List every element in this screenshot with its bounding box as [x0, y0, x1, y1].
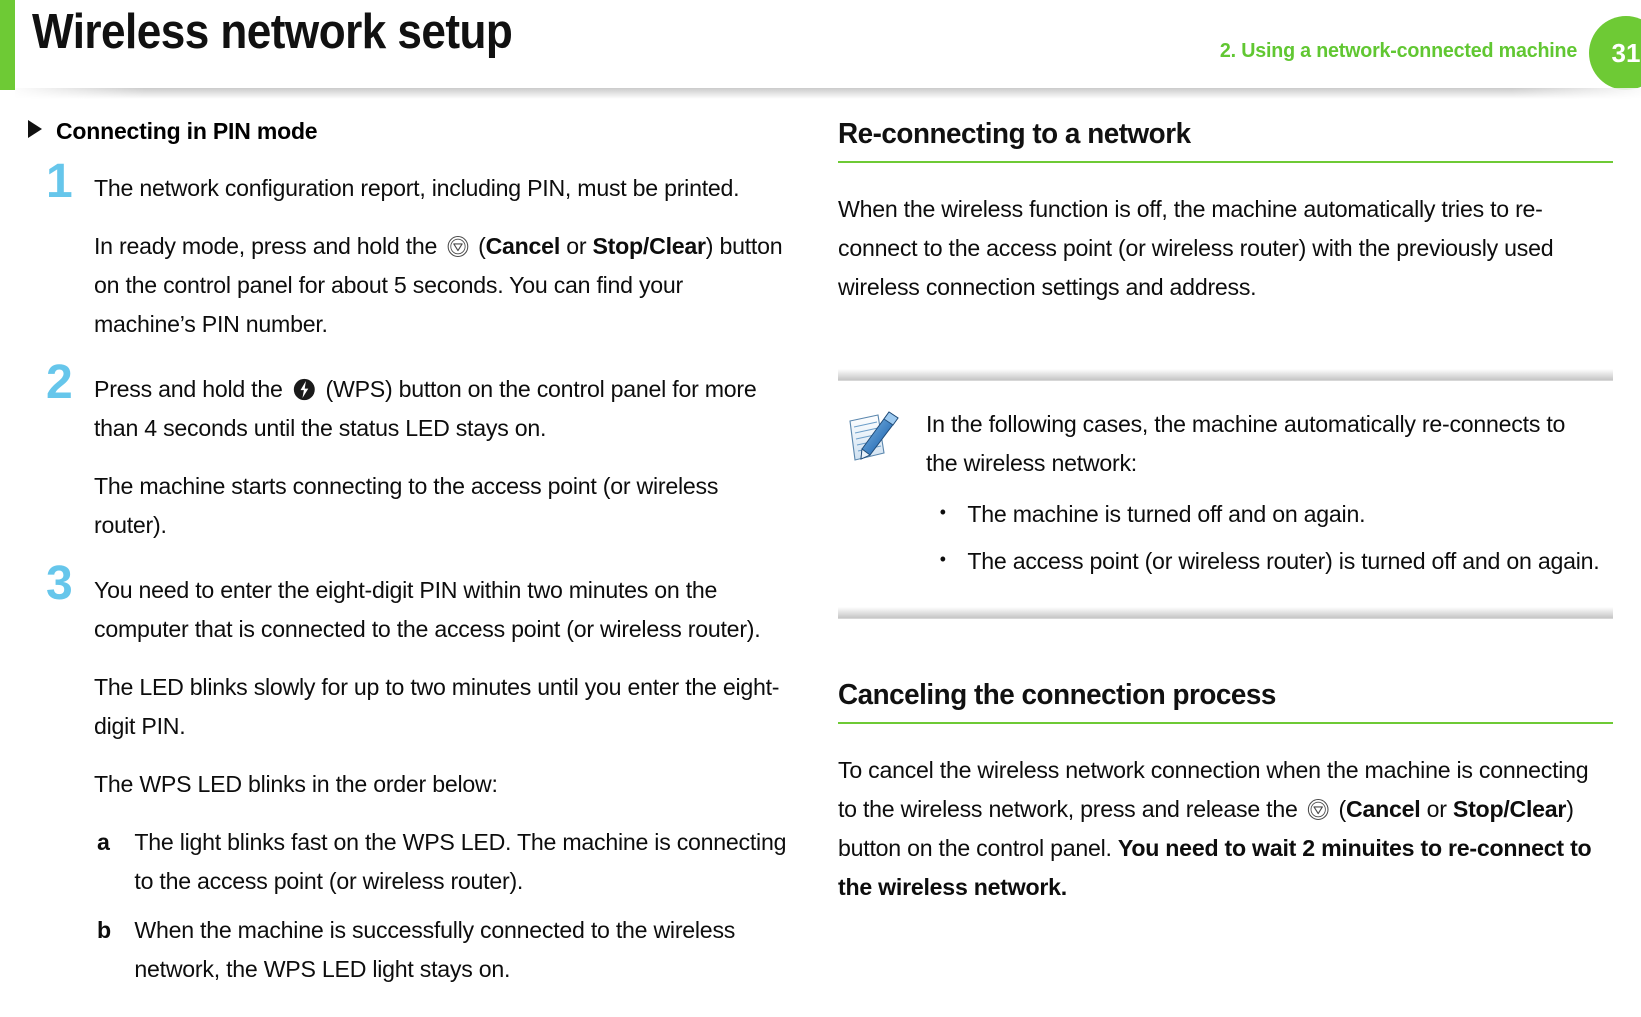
list-item: a The light blinks fast on the WPS LED. …: [94, 823, 787, 901]
step-paragraph: In ready mode, press and hold the (Cance…: [94, 227, 787, 344]
text-fragment: Press and hold the: [94, 376, 289, 402]
step-number: 1: [46, 155, 73, 208]
text-fragment: ) button on the control panel for about …: [94, 233, 783, 337]
step-paragraph: The network configuration report, includ…: [94, 175, 740, 201]
page-number-badge: 31: [1589, 16, 1641, 90]
section-canceling-connection: Canceling the connection process To canc…: [838, 679, 1613, 907]
note-intro-text: In the following cases, the machine auto…: [926, 411, 1566, 476]
section-re-connecting: Re-connecting to a network When the wire…: [838, 118, 1613, 307]
button-name-cancel: Cancel: [1345, 796, 1421, 822]
list-marker: a: [96, 829, 110, 855]
warning-bold-text: You need to wait 2 minuites to re-connec…: [838, 835, 1592, 900]
paragraph: When the wireless function is off, the m…: [838, 196, 1554, 300]
header-right-group: 2. Using a network-connected machine 31: [1205, 16, 1641, 90]
paragraph: To cancel the wireless network connectio…: [838, 751, 1601, 907]
text-fragment: or: [560, 233, 593, 259]
step-paragraph: Press and hold the (WPS) button on the c…: [94, 370, 787, 448]
alpha-sublist: a The light blinks fast on the WPS LED. …: [94, 823, 798, 989]
button-name-stop-clear: Stop/Clear: [592, 233, 706, 259]
button-name-cancel: Cancel: [485, 233, 561, 259]
step-item: 3 You need to enter the eight-digit PIN …: [28, 560, 798, 989]
note-content: In the following cases, the machine auto…: [926, 405, 1613, 589]
green-edge-bar: [0, 0, 15, 90]
section-body: When the wireless function is off, the m…: [838, 190, 1613, 307]
section-body: To cancel the wireless network connectio…: [838, 751, 1613, 907]
page-title: Wireless network setup: [32, 5, 513, 59]
text-fragment: (: [471, 233, 486, 259]
section-title: Canceling the connection process: [838, 679, 1276, 711]
button-name-stop-clear: Stop/Clear: [1452, 796, 1567, 822]
wps-icon: [292, 375, 317, 401]
list-item-text: When the machine is successfully connect…: [134, 917, 736, 982]
note-bottom-rule: [838, 607, 1613, 619]
cancel-stop-icon: [446, 231, 469, 257]
cancel-stop-icon: [1307, 794, 1330, 820]
step-paragraph: You need to enter the eight-digit PIN wi…: [94, 577, 761, 642]
list-marker: b: [96, 917, 111, 943]
list-item: The machine is turned off and on again.: [926, 493, 1603, 534]
triangle-bullet-icon: [28, 120, 42, 138]
subheading-label: Connecting in PIN mode: [56, 118, 318, 144]
header-divider-shadow: [15, 88, 1641, 99]
note-inner: In the following cases, the machine auto…: [838, 381, 1613, 607]
text-fragment: To cancel the wireless network connectio…: [838, 757, 1589, 822]
step-paragraph: The LED blinks slowly for up to two minu…: [94, 674, 780, 739]
section-underline: [838, 722, 1613, 724]
list-item: b When the machine is successfully conne…: [94, 911, 787, 989]
note-top-rule: [838, 369, 1613, 381]
text-fragment: ) button on the control panel.: [838, 796, 1574, 861]
left-column: Connecting in PIN mode 1 The network con…: [28, 118, 798, 1015]
page-header: Wireless network setup 2. Using a networ…: [0, 0, 1641, 99]
section-underline: [838, 161, 1613, 163]
note-callout: In the following cases, the machine auto…: [838, 347, 1613, 641]
text-fragment: or: [1420, 796, 1453, 822]
subheading-connecting-in-pin-mode: Connecting in PIN mode: [28, 118, 798, 145]
step-paragraph: The machine starts connecting to the acc…: [94, 473, 719, 538]
text-fragment: In ready mode, press and hold the: [94, 233, 444, 259]
step-number: 3: [46, 557, 73, 610]
text-fragment: (: [1332, 796, 1347, 822]
list-item: The access point (or wireless router) is…: [926, 540, 1603, 581]
step-item: 1 The network configuration report, incl…: [28, 158, 798, 344]
section-title: Re-connecting to a network: [838, 118, 1191, 150]
list-item-text: The light blinks fast on the WPS LED. Th…: [134, 829, 787, 894]
right-column: Re-connecting to a network When the wire…: [838, 118, 1613, 947]
note-pencil-icon: [844, 409, 906, 467]
step-number: 2: [46, 356, 73, 409]
step-paragraph: The WPS LED blinks in the order below:: [94, 771, 498, 797]
note-bullet-list: The machine is turned off and on again. …: [926, 493, 1613, 581]
text-fragment: (WPS) button on the control panel for mo…: [94, 376, 757, 441]
step-item: 2 Press and hold the (WPS) button on the…: [28, 359, 798, 545]
breadcrumb-chapter-label: 2. Using a network-connected machine: [1219, 39, 1577, 62]
